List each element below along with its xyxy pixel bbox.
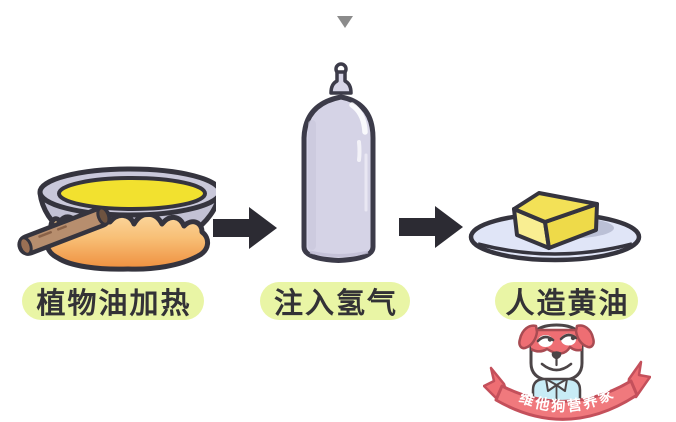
dog-left-ear [518,324,539,350]
right-arrow-icon [399,206,463,248]
dog-smile [540,362,573,372]
step-label-margarine: 人造黄油 [495,282,638,320]
pan-handle [17,206,111,256]
vita-dog-mascot: 维他狗营养家 [483,323,651,421]
frying-pan-oil-flame-icon [17,166,216,272]
dog-right-ear [574,324,595,349]
triangle-down-icon [337,16,353,28]
right-arrow-icon [213,207,277,249]
dog-nose [551,351,562,360]
step-label-heat-vegetable-oil: 植物油加热 [22,282,204,320]
step-label-inject-hydrogen: 注入氢气 [260,282,410,320]
butter-on-plate-icon [468,191,642,263]
gas-cylinder-icon [301,62,376,263]
banner-ribbon [494,379,639,421]
